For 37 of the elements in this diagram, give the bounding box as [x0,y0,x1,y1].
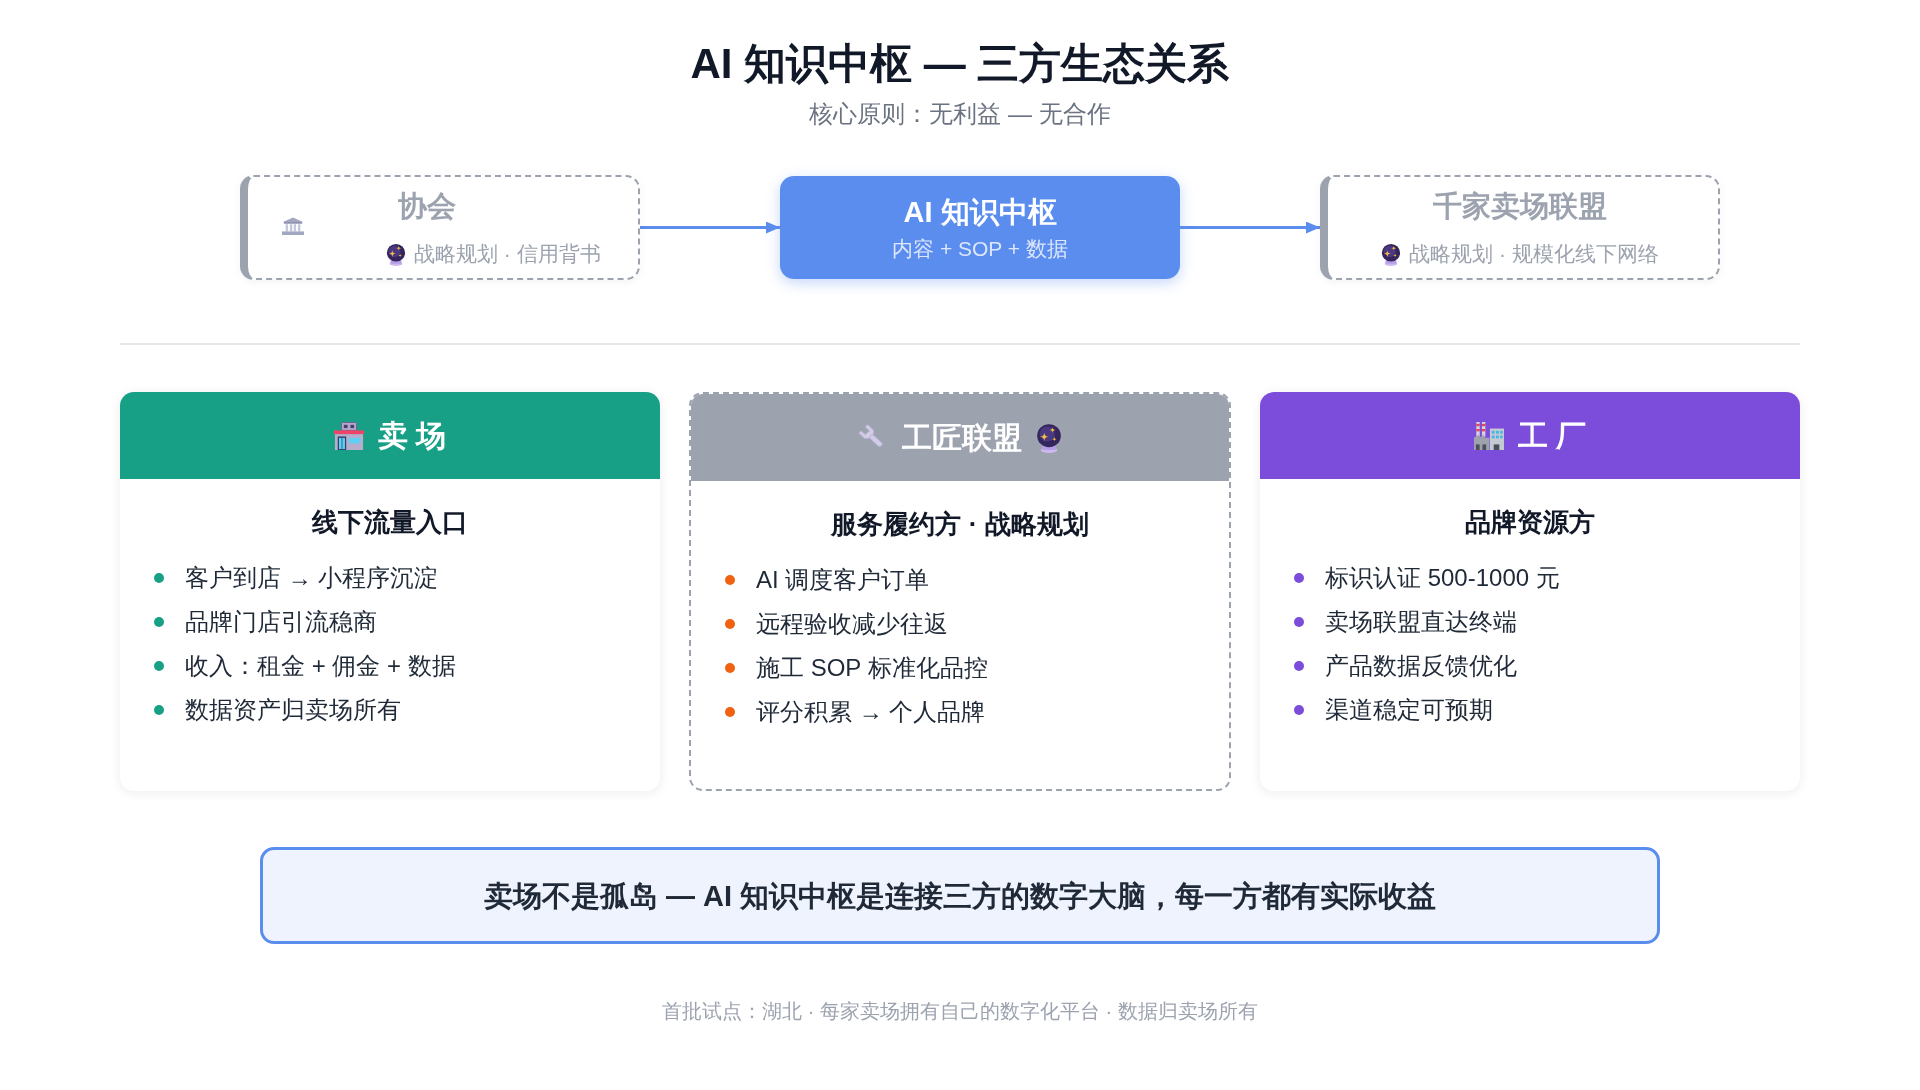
arrow [1180,221,1320,234]
box-title: 协会 [398,189,456,224]
list-item-text: 产品数据反馈优化 [1325,651,1517,681]
box-subtitle: 战略规划 · 信用背书 [414,241,601,267]
list-item-text: 卖场联盟直达终端 [1325,607,1517,637]
card-subtitle: 品牌资源方 [1465,506,1595,539]
card-title: 工匠联盟 [902,419,1022,456]
card-title: 卖 场 [377,417,447,454]
list-item-text: 施工 SOP 标准化品控 [756,653,988,683]
box-title: 千家卖场联盟 [1433,189,1607,224]
subtitle: 核心原则：无利益 — 无合作 [809,99,1111,129]
box-title: AI 知识中枢 [903,194,1057,230]
list-item-text: 标识认证 500-1000 元 [1325,563,1560,593]
info-card [1260,392,1800,791]
box-subtitle: 战略规划 · 规模化线下网络 [1409,241,1659,267]
list-item-text: 品牌门店引流稳商 [185,607,377,637]
summary-banner [260,847,1660,944]
list-item-text: 远程验收减少往返 [756,609,948,639]
dashed-box [1320,175,1720,280]
list-item-text: 渠道稳定可预期 [1325,695,1493,725]
box-subtitle: 内容 + SOP + 数据 [892,235,1068,262]
footer-note: 首批试点：湖北 · 每家卖场拥有自己的数字化平台 · 数据归卖场所有 [662,999,1258,1024]
card-subtitle: 线下流量入口 [312,506,468,539]
dashed-box [240,175,640,280]
diagram-title: AI 知识中枢 — 三方生态关系 [690,39,1230,89]
hub-box [780,176,1180,279]
list-item-text: AI 调度客户订单 [756,565,930,595]
list-item-text: 客户到店 → 小程序沉淀 [185,563,439,593]
banner-text: 卖场不是孤岛 — AI 知识中枢是连接三方的数字大脑，每一方都有实际收益 [483,878,1437,914]
list-item-text: 收入：租金 + 佣金 + 数据 [185,651,456,681]
list-item-text: 评分积累 → 个人品牌 [756,697,986,727]
info-card [689,392,1231,791]
card-title: 工 厂 [1517,417,1587,454]
list-item-text: 数据资产归卖场所有 [185,695,401,725]
card-subtitle: 服务履约方 · 战略规划 [831,508,1089,541]
arrow [640,221,780,234]
info-card [120,392,660,791]
